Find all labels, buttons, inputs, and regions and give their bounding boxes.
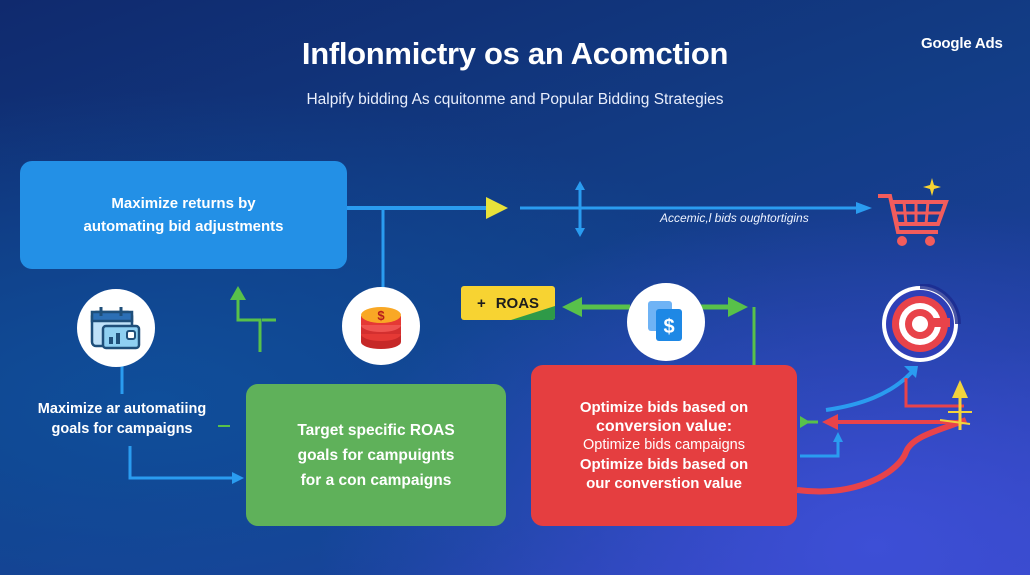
brand-logo-text: Google Ads: [921, 35, 1003, 52]
page-title: Inflonmictry os an Acomction: [301, 36, 729, 71]
red-box-line3: Optimize bids campaigns: [583, 437, 745, 453]
green-box-line1: Target specific ROAS: [297, 421, 455, 439]
roas-badge-corner: [511, 306, 555, 320]
maximize-goals-label: Maximize ar automatiing goals for campai…: [30, 399, 214, 439]
page-subtitle: Halpify bidding As cquitonme and Popular…: [306, 91, 724, 108]
flow-label: Accemic,l bids oughtortigins: [660, 211, 809, 225]
coins-circle: $: [342, 287, 420, 365]
blue-box-line2: automating bid adjustments: [83, 218, 284, 235]
red-swoosh: [796, 417, 968, 495]
coins-dollar-icon: $: [361, 307, 401, 349]
target-icon: [882, 284, 961, 362]
elbow-arrow-green-box: [128, 446, 234, 480]
target-roas-box: Target specific ROAS goals for campuignt…: [246, 384, 506, 526]
roas-label: ROAS: [495, 294, 540, 312]
roas-plus: +: [476, 294, 486, 312]
left-label-line2: goals for campaigns: [51, 421, 193, 437]
maximize-returns-box: Maximize returns by automating bid adjus…: [20, 161, 347, 269]
red-box-line5: our converstion value: [586, 475, 742, 492]
svg-text:$: $: [663, 316, 674, 338]
calendar-chart-icon: [90, 307, 141, 350]
left-label-line1: Maximize ar automatiing: [37, 401, 207, 417]
dollar-document-circle: $: [627, 283, 705, 361]
blue-elbow-small: [800, 440, 840, 458]
svg-text:$: $: [377, 308, 385, 323]
yellow-arrowhead: [486, 197, 508, 219]
conversion-value-box: Optimize bids based on conversion value:…: [531, 365, 797, 526]
blue-box-line1: Maximize returns by: [111, 195, 256, 212]
dollar-document-icon: $: [648, 301, 682, 341]
calendar-chart-circle: [77, 289, 155, 367]
sparkle-icon: [923, 178, 941, 196]
green-step-arrow: [236, 300, 262, 352]
shopping-cart-icon: [878, 178, 949, 246]
flow-arrowhead-cart: [856, 202, 872, 214]
green-box-line3: for a con campaigns: [300, 471, 452, 489]
red-bracket: [904, 378, 964, 408]
roas-badge: + ROAS: [461, 286, 555, 320]
red-box-line4: Optimize bids based on: [579, 456, 749, 473]
green-box-line2: goals for campuignts: [297, 446, 455, 464]
blue-curve-arrow: [825, 370, 914, 412]
red-box-line1: Optimize bids based on: [579, 399, 749, 416]
red-box-line2: conversion value:: [595, 418, 733, 435]
